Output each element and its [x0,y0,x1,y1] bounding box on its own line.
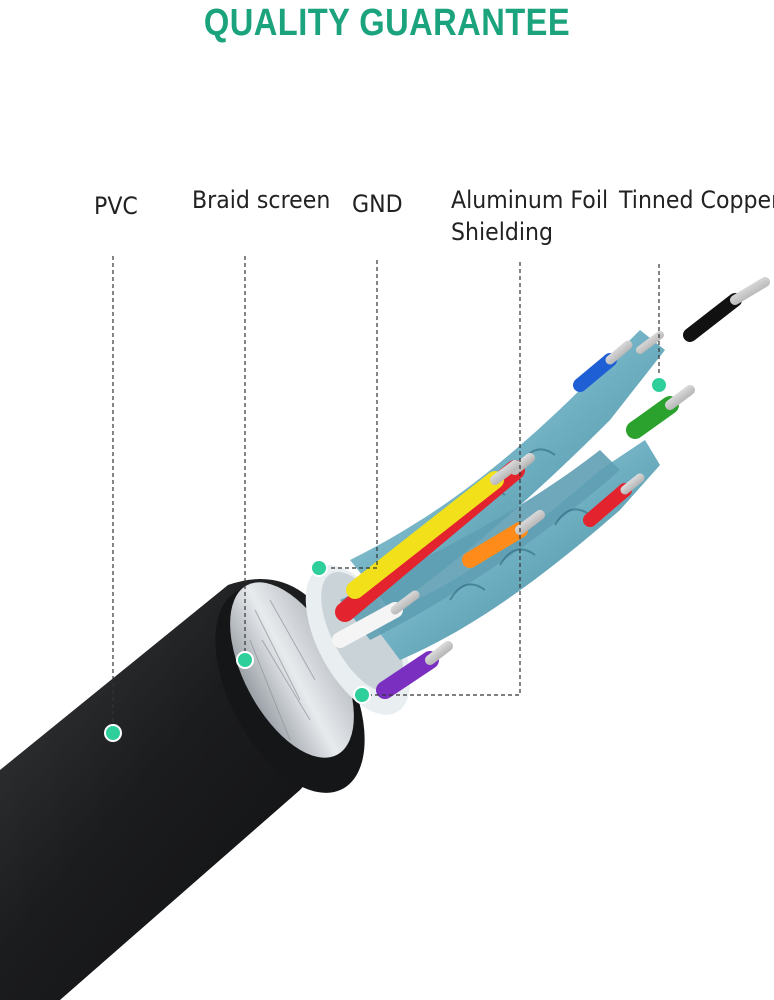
label-pvc: PVC [94,190,138,222]
marker-tinned-copper [650,376,668,394]
marker-gnd [310,559,328,577]
tinned-copper-strands [390,277,770,665]
label-gnd: GND [352,188,403,220]
label-tinned-copper: Tinned Copper [619,184,774,216]
label-braid-screen-text: Braid screen [192,186,331,214]
callout-markers [104,376,668,742]
label-aluminum-foil-shielding: Aluminum Foil Shielding [451,184,608,248]
callout-leaders [112,256,660,733]
label-tinned-copper-text: Tinned Copper [619,186,774,214]
label-gnd-text: GND [352,190,403,218]
inner-conductors [332,293,742,699]
label-aluminum-foil-line2: Shielding [451,218,554,246]
label-pvc-text: PVC [94,192,138,220]
leader-gnd [319,260,378,569]
marker-aluminum-foil [353,686,371,704]
label-aluminum-foil-line1: Aluminum Foil [451,186,609,214]
label-braid-screen: Braid screen [192,184,330,216]
page-title: QUALITY GUARANTEE [203,2,571,44]
marker-pvc [104,724,122,742]
marker-braid-screen [236,651,254,669]
braid-screen [230,582,354,758]
